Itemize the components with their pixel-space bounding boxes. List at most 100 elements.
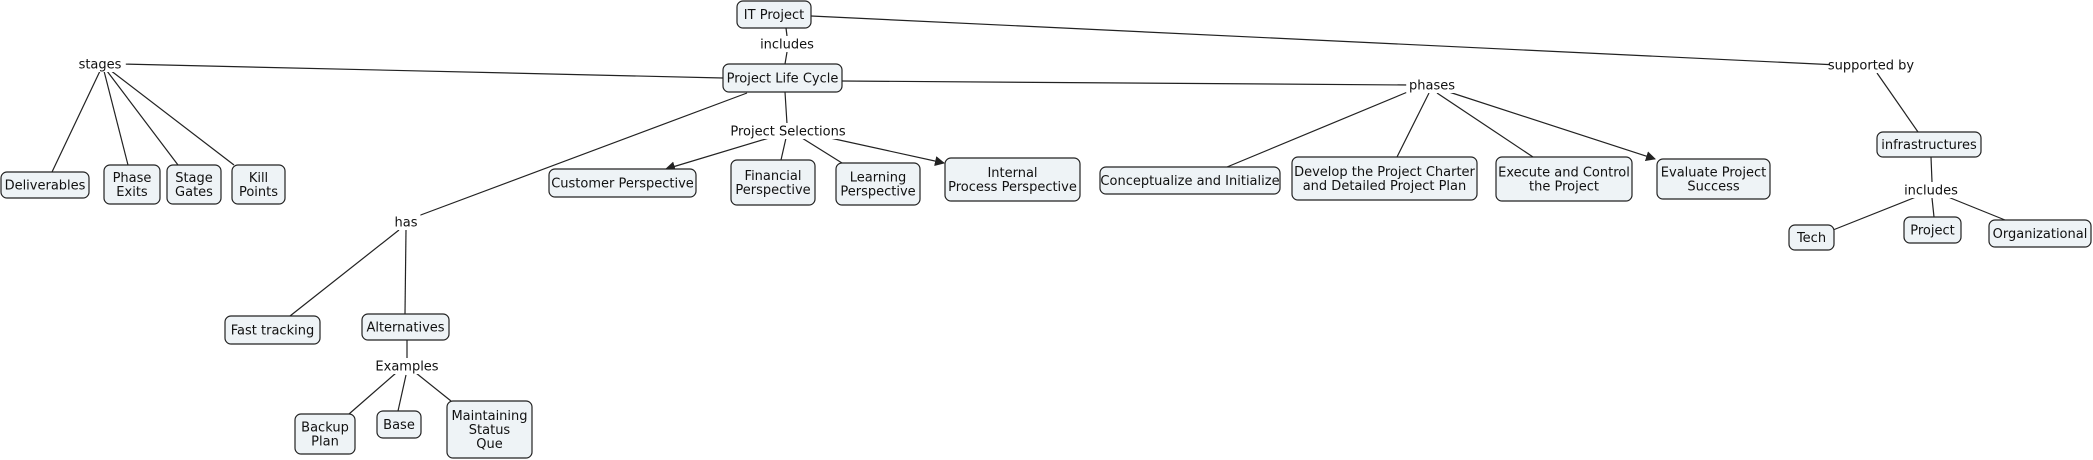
concept-node-project-life-cycle[interactable]: Project Life Cycle bbox=[722, 63, 843, 93]
connector-line bbox=[103, 70, 129, 166]
connector-line bbox=[109, 69, 235, 166]
concept-node-label: Backup bbox=[301, 421, 349, 436]
concept-node-label: Plan bbox=[311, 435, 339, 450]
concept-node-box bbox=[0, 171, 90, 199]
concept-node-label: Kill bbox=[249, 171, 268, 186]
linking-phrase-background bbox=[753, 36, 821, 52]
concept-node-label: Internal bbox=[987, 166, 1037, 181]
connector-line bbox=[1876, 72, 1919, 133]
connector-line bbox=[784, 91, 788, 125]
concept-node-label: Phase bbox=[113, 171, 152, 186]
connector-line bbox=[810, 15, 1839, 66]
concept-node-it-project[interactable]: IT Project bbox=[736, 0, 812, 29]
concept-node-fast-tracking[interactable]: Fast tracking bbox=[224, 315, 321, 345]
linking-phrase-text: Project Selections bbox=[730, 125, 846, 140]
concept-node-box bbox=[361, 313, 450, 341]
connector-line bbox=[801, 137, 843, 164]
concept-node-organizational[interactable]: Organizational bbox=[1988, 219, 2092, 248]
linking-phrase-background bbox=[1897, 182, 1965, 198]
connector-line bbox=[785, 27, 788, 37]
linking-phrase-text: phases bbox=[1409, 79, 1455, 94]
linking-phrase-background bbox=[1406, 77, 1458, 93]
concept-node-label: Tech bbox=[1796, 231, 1826, 246]
concept-node-label: Project bbox=[1910, 224, 1954, 239]
concept-node-box bbox=[231, 164, 286, 205]
concept-node-box bbox=[944, 157, 1081, 202]
concept-node-box bbox=[1788, 224, 1835, 251]
concept-node-deliverables[interactable]: Deliverables bbox=[0, 171, 90, 199]
linking-phrase-includes-top: includes bbox=[753, 36, 821, 53]
connector-arrow bbox=[820, 135, 945, 166]
concept-node-label: Evaluate Project bbox=[1661, 166, 1766, 181]
linking-phrase-background bbox=[373, 358, 441, 374]
concept-node-box bbox=[1495, 156, 1633, 202]
concept-node-alternatives[interactable]: Alternatives bbox=[361, 313, 450, 341]
linking-phrase-text: supported by bbox=[1828, 59, 1915, 74]
linking-phrase-text: includes bbox=[1904, 184, 1958, 199]
concept-node-label: Maintaining bbox=[451, 409, 527, 424]
connector-line bbox=[1226, 90, 1411, 168]
concept-node-box bbox=[1988, 219, 2092, 248]
connector-line bbox=[780, 137, 787, 161]
concept-node-label: Fast tracking bbox=[231, 324, 314, 339]
concept-node-box bbox=[166, 164, 222, 205]
concept-node-box bbox=[1876, 131, 1982, 158]
concept-node-label: Perspective bbox=[840, 185, 915, 200]
concept-node-box bbox=[722, 63, 843, 93]
connector-arrow bbox=[1448, 91, 1656, 161]
linking-phrase-background bbox=[731, 123, 845, 139]
concept-node-label: Organizational bbox=[1993, 227, 2088, 242]
concept-node-infrastructures[interactable]: infrastructures bbox=[1876, 131, 1982, 158]
concept-node-label: Perspective bbox=[735, 183, 810, 198]
connector-line bbox=[1930, 156, 1933, 183]
concept-node-label: Customer Perspective bbox=[551, 177, 694, 192]
linking-phrase-includes-infra: includes bbox=[1897, 182, 1965, 199]
connector-line bbox=[119, 63, 724, 79]
concept-node-label: Gates bbox=[175, 185, 213, 200]
concept-node-label: Points bbox=[239, 185, 278, 200]
linking-phrase-text: stages bbox=[79, 58, 122, 73]
connector-arrow bbox=[665, 137, 770, 172]
concept-node-box bbox=[294, 413, 356, 455]
concept-node-label: Base bbox=[383, 418, 415, 433]
connector-line bbox=[1947, 196, 2006, 221]
concept-node-project[interactable]: Project bbox=[1903, 216, 1962, 244]
linking-phrase-stages: stages bbox=[74, 56, 126, 73]
concept-node-box bbox=[224, 315, 321, 345]
linking-phrase-background bbox=[391, 214, 421, 230]
concept-node-base[interactable]: Base bbox=[376, 410, 422, 439]
linking-phrase-project-selections: Project Selections bbox=[730, 123, 846, 140]
concept-node-customer-perspective[interactable]: Customer Perspective bbox=[548, 168, 697, 198]
concept-node-label: the Project bbox=[1529, 180, 1599, 195]
concept-node-conceptualize[interactable]: Conceptualize and Initialize bbox=[1099, 166, 1281, 195]
concept-node-box bbox=[1291, 156, 1478, 201]
concept-node-box bbox=[446, 400, 533, 459]
connector-line bbox=[784, 51, 788, 65]
linking-phrase-background bbox=[1830, 57, 1912, 73]
linking-phrase-supported-by: supported by bbox=[1828, 57, 1915, 74]
connector-line bbox=[1931, 197, 1935, 218]
concept-node-box bbox=[1656, 158, 1771, 200]
connector-line bbox=[106, 70, 179, 166]
concept-node-label: infrastructures bbox=[1881, 138, 1977, 153]
connector-line bbox=[289, 229, 400, 317]
connector-line bbox=[397, 374, 407, 412]
concept-node-tech[interactable]: Tech bbox=[1788, 224, 1835, 251]
linking-phrase-text: includes bbox=[760, 38, 814, 53]
concept-node-label: Project Life Cycle bbox=[727, 72, 839, 87]
connector-line bbox=[1832, 196, 1917, 231]
connector-line bbox=[841, 80, 1411, 86]
concept-node-label: Exits bbox=[116, 185, 148, 200]
